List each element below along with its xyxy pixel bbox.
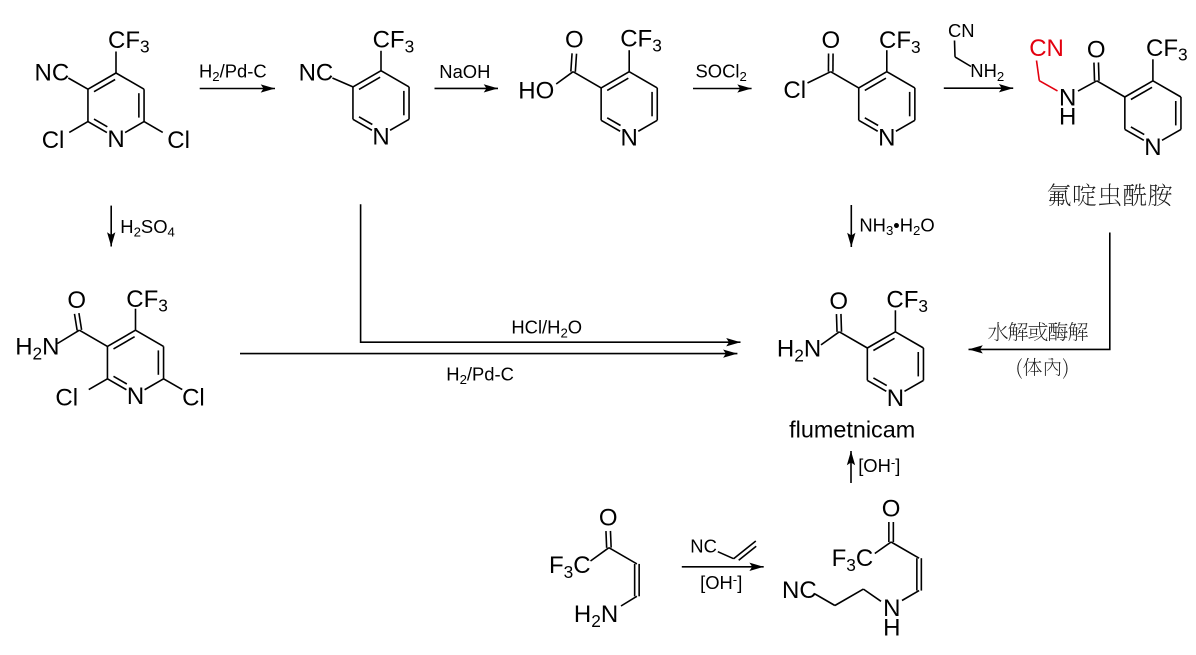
svg-text:O: O (882, 495, 901, 522)
svg-text:H: H (1059, 104, 1076, 131)
svg-text:O: O (821, 27, 840, 54)
svg-text:O: O (1087, 37, 1106, 64)
svg-text:HCl/H2​O: HCl/H2​O (511, 317, 582, 341)
svg-text:Cl: Cl (167, 127, 190, 154)
svg-text:CN: CN (1029, 35, 1064, 62)
svg-text:H2​/Pd-C: H2​/Pd-C (446, 364, 514, 388)
svg-text:O: O (565, 27, 584, 54)
svg-text:Cl: Cl (42, 127, 65, 154)
svg-text:N: N (621, 125, 638, 152)
svg-text:H: H (883, 615, 900, 642)
svg-text:N: N (372, 124, 389, 151)
svg-text:HO: HO (518, 78, 554, 105)
svg-text:N: N (887, 385, 904, 412)
svg-text:flumetnicam: flumetnicam (789, 417, 915, 443)
svg-text:N: N (127, 383, 144, 410)
svg-text:SOCl2​: SOCl2​ (696, 61, 747, 85)
svg-text:H2​/Pd-C: H2​/Pd-C (199, 61, 267, 85)
svg-text:N: N (1144, 134, 1161, 161)
svg-text:O: O (599, 505, 618, 532)
svg-text:N: N (878, 125, 895, 152)
svg-text:N: N (107, 126, 124, 153)
svg-text:NaOH: NaOH (439, 61, 490, 82)
svg-text:O: O (67, 287, 86, 314)
svg-text:NC: NC (782, 577, 817, 604)
svg-text:H2​SO4​: H2​SO4​ (120, 216, 175, 240)
svg-text:O: O (829, 288, 848, 315)
svg-text:NC: NC (299, 59, 334, 86)
svg-text:Cl: Cl (783, 77, 806, 104)
svg-text:NC: NC (35, 59, 70, 86)
svg-text:NC: NC (690, 536, 717, 557)
svg-text:Cl: Cl (182, 385, 205, 412)
svg-text:Cl: Cl (55, 385, 78, 412)
svg-text:CN: CN (948, 20, 975, 41)
svg-text:NH3​•H2​O: NH3​•H2​O (859, 214, 934, 238)
